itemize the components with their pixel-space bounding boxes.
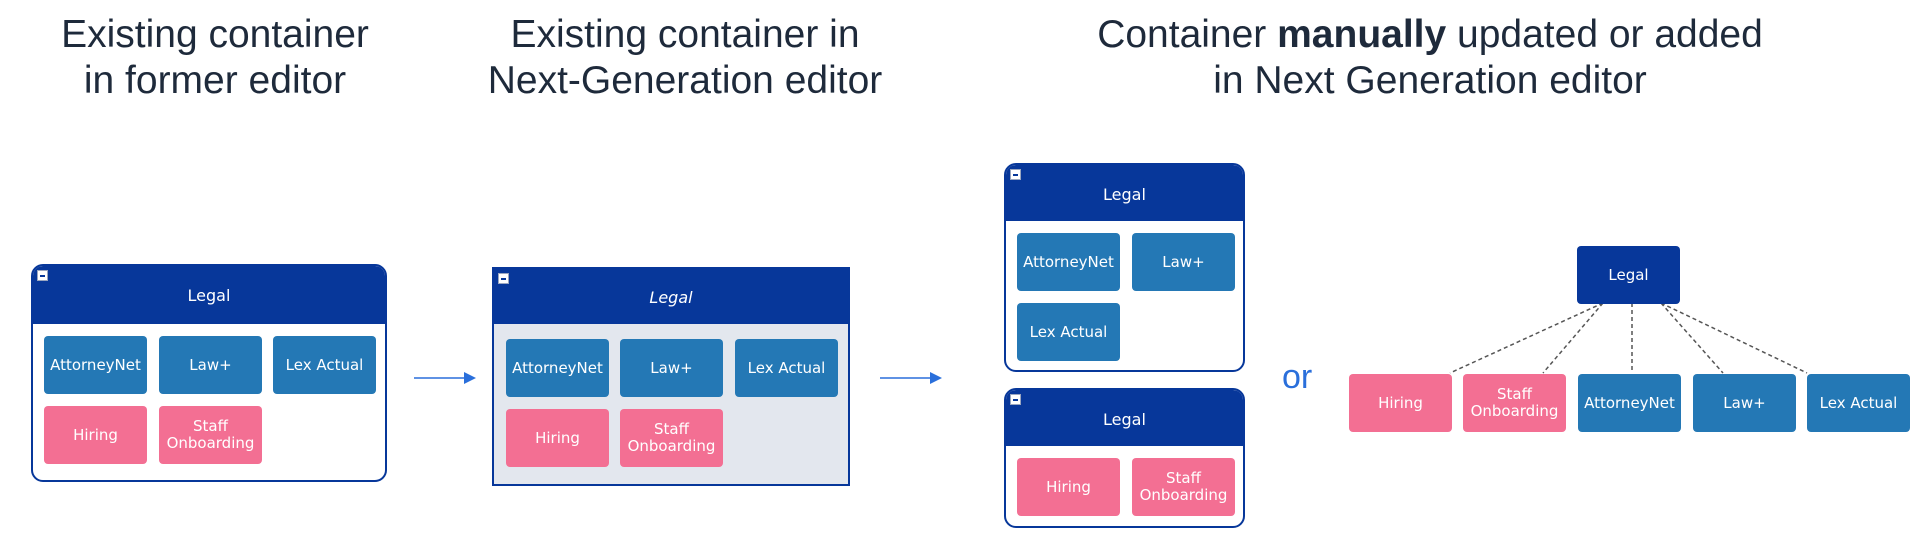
- tree-root-legal[interactable]: Legal: [1577, 246, 1680, 304]
- ng-editor-container: Legal AttorneyNet Law+ Lex Actual Hiring…: [492, 267, 850, 486]
- split-container-top: Legal AttorneyNet Law+ Lex Actual: [1004, 163, 1245, 372]
- heading-manual-post: updated or added: [1446, 13, 1763, 56]
- heading-former-editor: Existing container in former editor: [30, 12, 400, 104]
- collapse-icon[interactable]: [498, 273, 509, 284]
- former-editor-container: Legal AttorneyNet Law+ Lex Actual Hiring…: [31, 264, 387, 482]
- tile-attorneynet[interactable]: AttorneyNet: [506, 339, 609, 397]
- heading-manual-update: Container manually updated or added in N…: [1060, 12, 1800, 104]
- heading-ng-line2: Next-Generation editor: [487, 59, 883, 102]
- tree-child-lex-actual[interactable]: Lex Actual: [1807, 374, 1910, 432]
- heading-manual-pre: Container: [1097, 13, 1278, 56]
- container-header: Legal: [494, 269, 848, 324]
- collapse-icon[interactable]: [37, 270, 48, 281]
- heading-ng-editor: Existing container in Next-Generation ed…: [470, 12, 900, 104]
- heading-former-line2: in former editor: [83, 59, 347, 102]
- tile-staff-onboarding[interactable]: Staff Onboarding: [620, 409, 723, 467]
- tree-child-hiring[interactable]: Hiring: [1349, 374, 1452, 432]
- tree-child-staff-onboarding[interactable]: Staff Onboarding: [1463, 374, 1566, 432]
- heading-manual-bold: manually: [1277, 13, 1447, 56]
- tile-hiring[interactable]: Hiring: [44, 406, 147, 464]
- tree-child-attorneynet[interactable]: AttorneyNet: [1578, 374, 1681, 432]
- container-title: Legal: [1103, 185, 1146, 204]
- tile-lex-actual[interactable]: Lex Actual: [1017, 303, 1120, 361]
- heading-manual-line1: Container manually updated or added: [1060, 12, 1800, 58]
- tile-hiring[interactable]: Hiring: [506, 409, 609, 467]
- heading-ng-line1: Existing container in: [510, 13, 860, 56]
- container-title: Legal: [1103, 410, 1146, 429]
- tile-staff-onboarding[interactable]: Staff Onboarding: [159, 406, 262, 464]
- tile-lex-actual[interactable]: Lex Actual: [273, 336, 376, 394]
- tile-law-plus[interactable]: Law+: [620, 339, 723, 397]
- tile-staff-onboarding[interactable]: Staff Onboarding: [1132, 458, 1235, 516]
- container-header: Legal: [1006, 165, 1243, 221]
- heading-former-line1: Existing container: [61, 13, 369, 56]
- tile-hiring[interactable]: Hiring: [1017, 458, 1120, 516]
- tile-lex-actual[interactable]: Lex Actual: [735, 339, 838, 397]
- tree-connectors: [1449, 302, 1808, 374]
- arrow-right-icon: [414, 372, 476, 384]
- container-title: Legal: [649, 288, 693, 307]
- tile-law-plus[interactable]: Law+: [1132, 233, 1235, 291]
- container-title: Legal: [187, 286, 231, 305]
- arrow-right-icon: [880, 372, 942, 384]
- collapse-icon[interactable]: [1010, 394, 1021, 405]
- collapse-icon[interactable]: [1010, 169, 1021, 180]
- tile-attorneynet[interactable]: AttorneyNet: [44, 336, 147, 394]
- tree-child-law-plus[interactable]: Law+: [1693, 374, 1796, 432]
- container-header: Legal: [1006, 390, 1243, 446]
- heading-manual-line2: in Next Generation editor: [1213, 59, 1647, 102]
- or-label: or: [1282, 358, 1313, 396]
- tile-law-plus[interactable]: Law+: [159, 336, 262, 394]
- container-header: Legal: [33, 266, 385, 324]
- tile-attorneynet[interactable]: AttorneyNet: [1017, 233, 1120, 291]
- split-container-bottom: Legal Hiring Staff Onboarding: [1004, 388, 1245, 528]
